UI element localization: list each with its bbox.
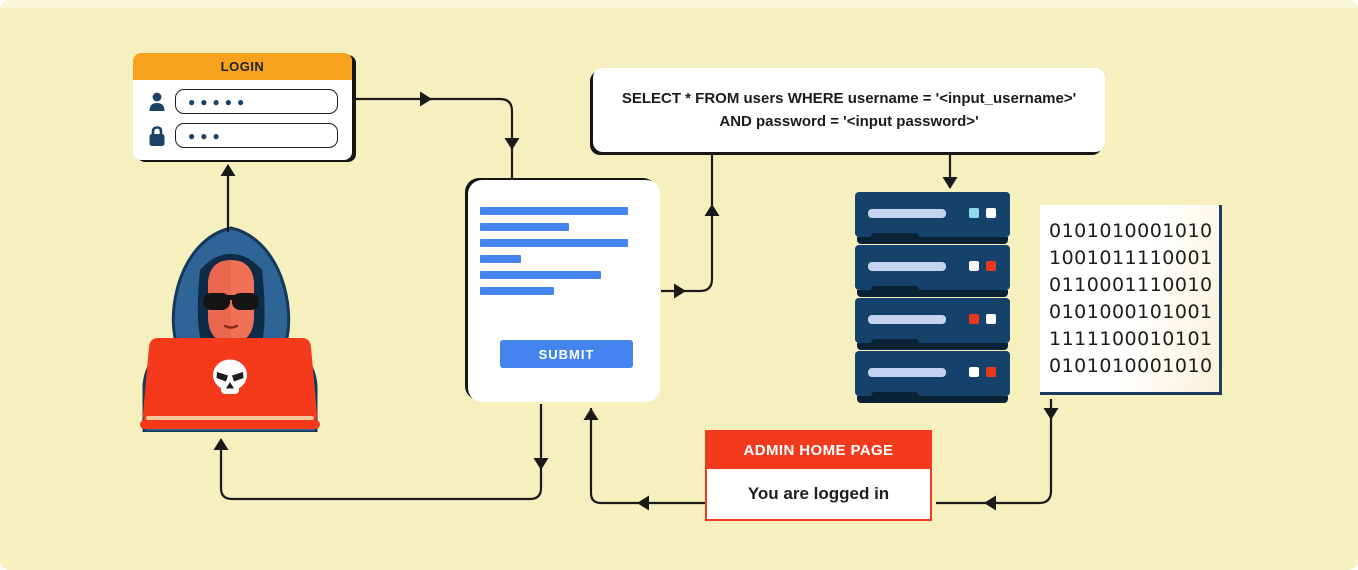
server-light: [969, 314, 979, 324]
webpage-form-card: SUBMIT: [468, 180, 660, 402]
arrow-login-to-form: [352, 97, 514, 180]
skull-icon: [213, 359, 247, 394]
arrow-server-to-admin: [936, 399, 1053, 505]
binary-line: 0101010001010: [1049, 220, 1213, 242]
server-light: [986, 314, 996, 324]
server-unit: [855, 351, 1010, 404]
server-unit: [855, 192, 1010, 245]
placeholder-bar: [480, 271, 602, 279]
binary-line: 0101010001010: [1049, 355, 1213, 377]
logged-in-message: You are logged in: [747, 484, 890, 503]
server-light: [986, 261, 996, 271]
sql-query-box: SELECT * FROM users WHERE username = '<i…: [593, 68, 1105, 152]
server-unit: [855, 245, 1010, 298]
hacker-illustration: [140, 226, 320, 432]
username-row: ●●●●●: [133, 89, 352, 114]
binary-line: 1111100010101: [1049, 328, 1213, 350]
server-light: [969, 261, 979, 271]
username-input[interactable]: ●●●●●: [175, 89, 338, 114]
password-input[interactable]: ●●●: [175, 123, 338, 148]
binary-line: 0101000101001: [1049, 301, 1213, 323]
binary-data-panel: 0101010001010 1001011110001 011000111001…: [1040, 205, 1222, 395]
admin-home-page-title: ADMIN HOME PAGE: [707, 432, 930, 469]
server-bar: [868, 315, 946, 324]
form-text-placeholder-bars: [480, 207, 628, 303]
sunglasses-icon: [203, 293, 259, 310]
server-light: [986, 208, 996, 218]
placeholder-bar: [480, 255, 522, 263]
server-bar: [868, 209, 946, 218]
server-light: [969, 208, 979, 218]
placeholder-bar: [480, 287, 554, 295]
password-row: ●●●: [133, 123, 352, 148]
binary-line: 0110001110010: [1049, 274, 1213, 296]
server-bar: [868, 262, 946, 271]
admin-home-page-box: ADMIN HOME PAGE You are logged in: [705, 430, 932, 521]
server-unit: [855, 298, 1010, 351]
server-light: [986, 367, 996, 377]
arrow-form-to-sql: [661, 154, 714, 293]
lock-icon: [149, 125, 165, 146]
server-light: [969, 367, 979, 377]
sql-query-line2: AND password = '<input password>': [719, 113, 979, 130]
login-card: LOGIN ●●●●● ●●●: [133, 53, 352, 160]
placeholder-bar: [480, 239, 628, 247]
user-icon: [149, 92, 165, 111]
login-card-title: LOGIN: [133, 53, 352, 80]
server-bar: [868, 368, 946, 377]
placeholder-bar: [480, 207, 628, 215]
binary-line: 1001011110001: [1049, 247, 1213, 269]
top-band: [0, 0, 1358, 8]
placeholder-bar: [480, 223, 569, 231]
sql-query-line1: SELECT * FROM users WHERE username = '<i…: [621, 90, 1077, 107]
arrow-admin-to-form: [589, 408, 705, 505]
submit-button[interactable]: SUBMIT: [500, 340, 633, 368]
database-server-stack: [855, 192, 1010, 404]
